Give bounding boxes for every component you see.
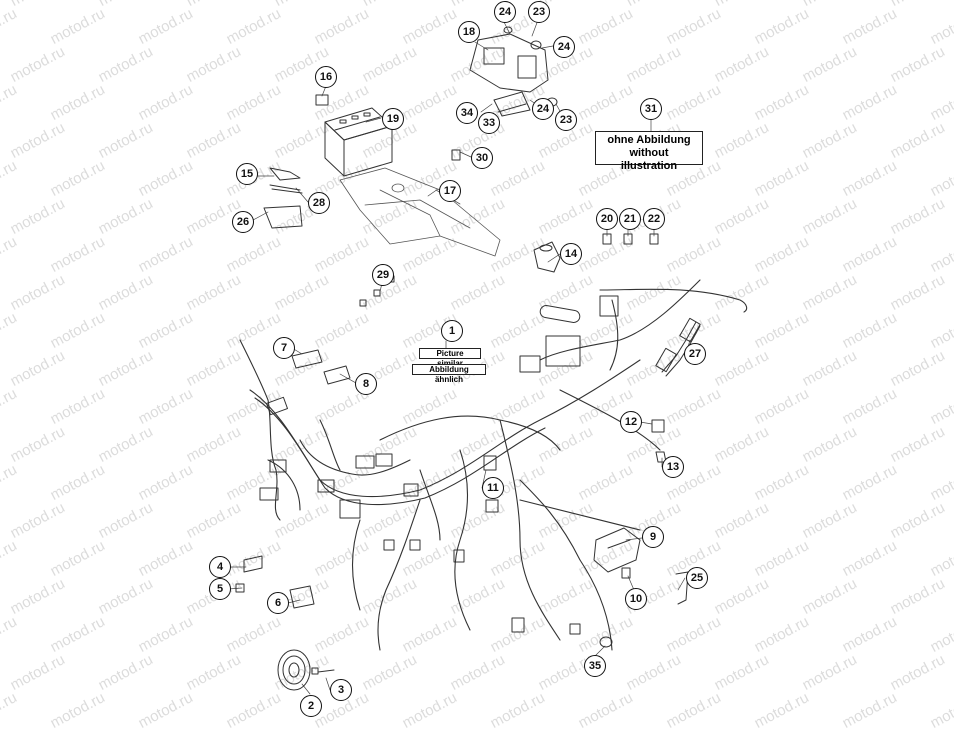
note-ohne-abbildung: ohne Abbildung without illustration — [595, 131, 703, 172]
callout-30: 30 — [471, 147, 493, 169]
callout-31: 31 — [640, 98, 662, 120]
callout-35: 35 — [584, 655, 606, 677]
callout-23: 23 — [528, 1, 550, 23]
note-ohne-abbildung-line2: without illustration — [620, 147, 678, 172]
connector-7-8-drawing — [291, 349, 351, 385]
harness-connectors-drawing — [259, 295, 619, 635]
note-ohne-abbildung-line1: ohne Abbildung — [607, 134, 691, 146]
callout-24: 24 — [532, 98, 554, 120]
relay-bracket-drawing — [469, 26, 558, 117]
note-picture-similar: Picture similar — [419, 348, 481, 368]
main-harness-drawing — [239, 279, 748, 651]
note-abbildung-aehnlich: Abbildung ähnlich — [412, 364, 486, 384]
callout-10: 10 — [625, 588, 647, 610]
callout-27: 27 — [684, 343, 706, 365]
callout-25: 25 — [686, 567, 708, 589]
horn-drawing — [277, 649, 335, 691]
parts-drawing — [227, 19, 748, 695]
callout-17: 17 — [439, 180, 461, 202]
callout-1: 1 — [441, 320, 463, 342]
control-unit-drawing — [593, 527, 689, 605]
callout-28: 28 — [308, 192, 330, 214]
callout-14: 14 — [560, 243, 582, 265]
sensor-12-13-drawing — [651, 419, 667, 463]
callout-2: 2 — [300, 695, 322, 717]
callout-20: 20 — [596, 208, 618, 230]
callout-4: 4 — [209, 556, 231, 578]
callout-7: 7 — [273, 337, 295, 359]
callout-24: 24 — [553, 36, 575, 58]
bracket-4-5-6-drawing — [235, 555, 315, 609]
small-parts-drawing — [263, 94, 659, 307]
callout-21: 21 — [619, 208, 641, 230]
callout-8: 8 — [355, 373, 377, 395]
callout-33: 33 — [478, 112, 500, 134]
callout-26: 26 — [232, 211, 254, 233]
starter-relay-drawing — [533, 241, 561, 273]
callout-18: 18 — [458, 21, 480, 43]
callout-34: 34 — [456, 102, 478, 124]
callout-24: 24 — [494, 1, 516, 23]
callout-16: 16 — [315, 66, 337, 88]
callout-12: 12 — [620, 411, 642, 433]
callout-5: 5 — [209, 578, 231, 600]
callout-6: 6 — [267, 592, 289, 614]
callout-23: 23 — [555, 109, 577, 131]
callout-19: 19 — [382, 108, 404, 130]
callout-9: 9 — [642, 526, 664, 548]
callout-22: 22 — [643, 208, 665, 230]
callout-3: 3 — [330, 679, 352, 701]
callout-11: 11 — [482, 477, 504, 499]
callout-29: 29 — [372, 264, 394, 286]
battery-tray-drawing — [339, 167, 501, 257]
grommet-35-drawing — [599, 636, 613, 648]
callout-15: 15 — [236, 163, 258, 185]
callout-13: 13 — [662, 456, 684, 478]
